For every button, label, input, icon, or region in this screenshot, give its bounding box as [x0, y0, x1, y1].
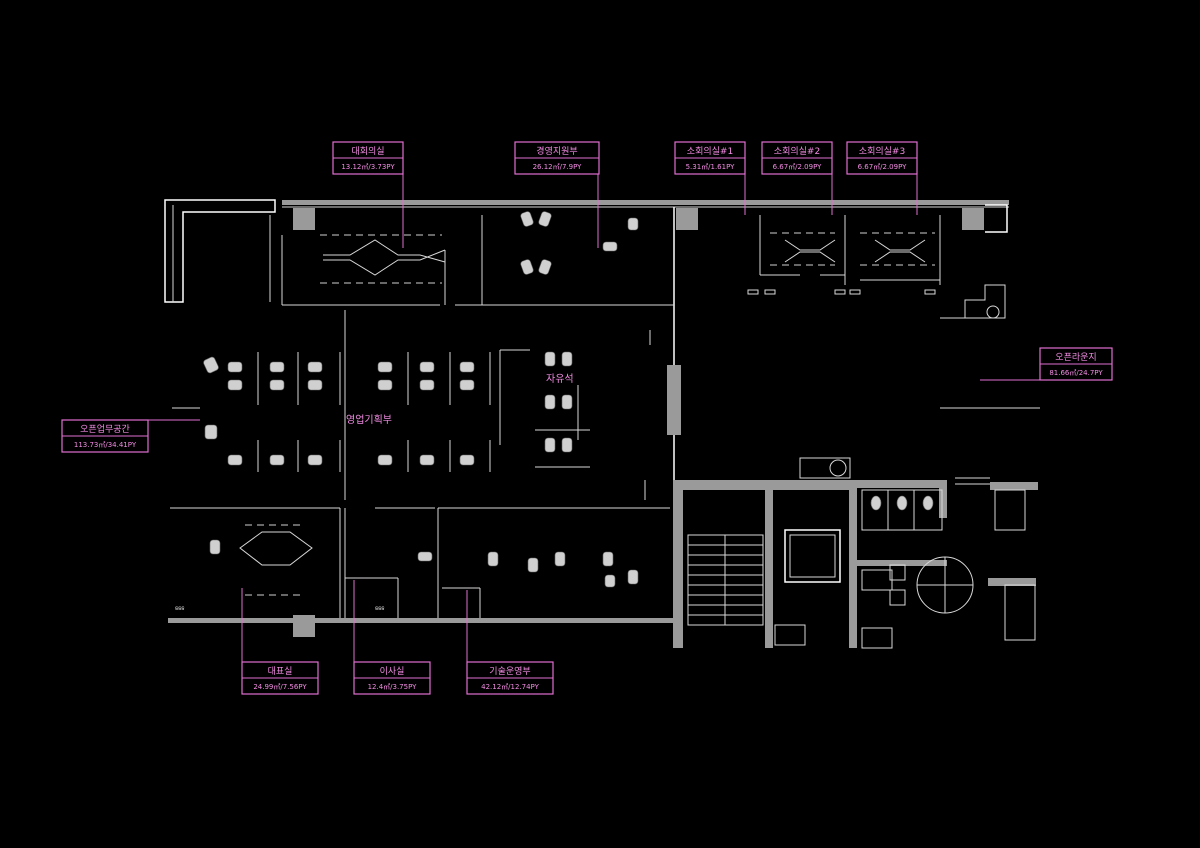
- room-label-lounge: 오픈라운지 81.66㎡/24.7PY: [1039, 347, 1113, 381]
- room-name: 소회의실#1: [687, 146, 733, 157]
- room-area: 113.73㎡/34.41PY: [74, 441, 137, 449]
- seating: ꞩꞩꞩ ꞩꞩꞩ: [175, 211, 639, 612]
- room-area: 12.4㎡/3.75PY: [368, 683, 418, 691]
- svg-text:ꞩꞩꞩ: ꞩꞩꞩ: [175, 605, 185, 612]
- room-name: 소회의실#3: [859, 146, 905, 157]
- room-name: 경영지원부: [536, 145, 577, 157]
- svg-text:ꞩꞩꞩ: ꞩꞩꞩ: [375, 605, 385, 612]
- room-label-small2: 소회의실#2 6.67㎡/2.09PY: [761, 141, 833, 175]
- room-area: 6.67㎡/2.09PY: [773, 163, 823, 171]
- room-label-ceo: 대표실 24.99㎡/7.56PY: [241, 661, 319, 695]
- walls: [164, 199, 1038, 648]
- room-label-meeting: 대회의실 13.12㎡/3.73PY: [332, 141, 404, 175]
- room-label-director: 이사실 12.4㎡/3.75PY: [353, 661, 431, 695]
- room-area: 6.67㎡/2.09PY: [858, 163, 908, 171]
- room-area: 81.66㎡/24.7PY: [1049, 369, 1103, 377]
- room-area: 13.12㎡/3.73PY: [341, 163, 395, 171]
- partitions: [170, 215, 941, 618]
- room-name: 소회의실#2: [774, 146, 820, 157]
- leader-lines: [148, 174, 1040, 662]
- room-area: 5.31㎡/1.61PY: [686, 163, 736, 171]
- core-rooms: [774, 284, 1036, 649]
- room-label-small3: 소회의실#3 6.67㎡/2.09PY: [846, 141, 918, 175]
- room-name: 오픈업무공간: [80, 424, 130, 435]
- zone-sales: 영업기획부: [346, 413, 392, 426]
- room-name: 이사실: [380, 666, 405, 677]
- room-name: 기술운영부: [489, 666, 530, 677]
- room-name: 대회의실: [351, 146, 384, 157]
- staircase: [687, 534, 764, 626]
- room-name: 오픈라운지: [1055, 352, 1096, 363]
- room-area: 26.12㎡/7.9PY: [533, 163, 583, 171]
- room-area: 42.12㎡/12.74PY: [481, 683, 540, 691]
- room-label-small1: 소회의실#1 5.31㎡/1.61PY: [674, 141, 746, 175]
- room-label-tech: 기술운영부 42.12㎡/12.74PY: [466, 661, 554, 695]
- zone-hotdesk: 자유석: [546, 373, 574, 385]
- tables: [239, 232, 1040, 596]
- room-name: 대표실: [268, 666, 293, 677]
- room-area: 24.99㎡/7.56PY: [253, 683, 307, 691]
- room-label-mgmt: 경영지원부 26.12㎡/7.9PY: [514, 141, 600, 175]
- room-label-openwork: 오픈업무공간 113.73㎡/34.41PY: [61, 419, 149, 453]
